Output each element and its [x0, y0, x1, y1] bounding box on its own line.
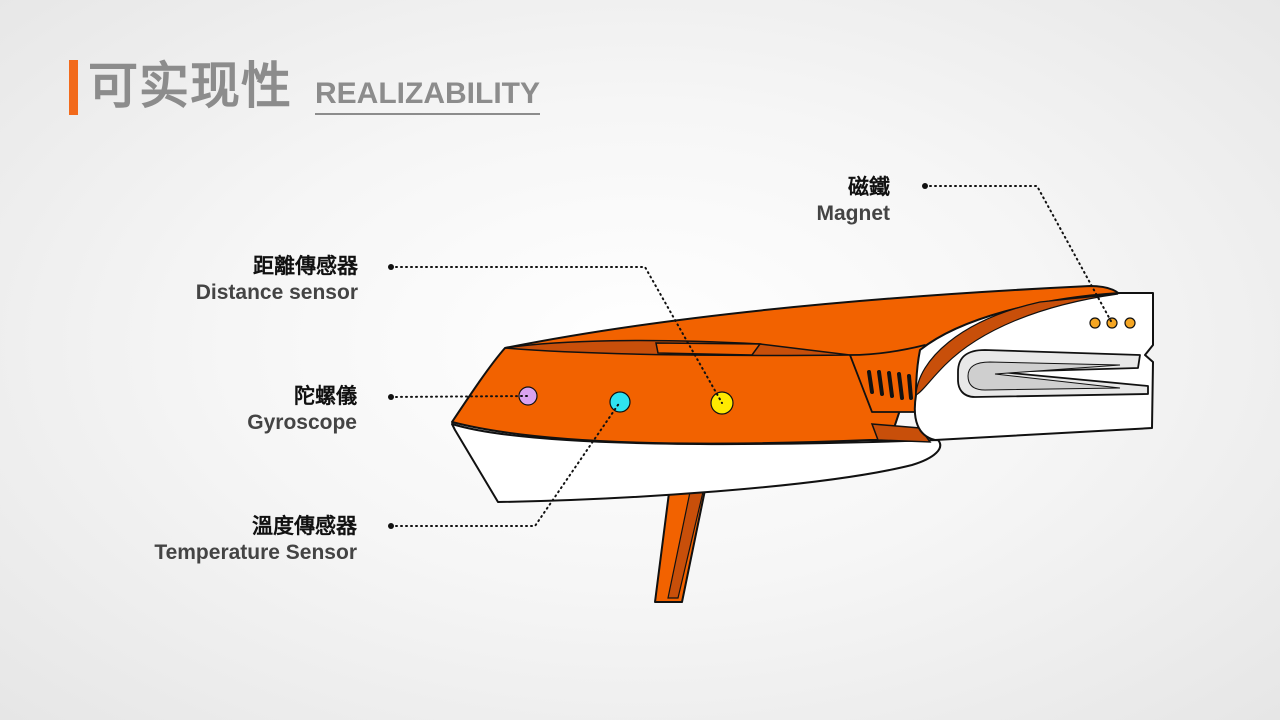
magnet-leader [924, 185, 1113, 324]
magnet-leader-end [922, 183, 928, 189]
magnet-dot-2 [1106, 317, 1118, 329]
gyroscope-label: 陀螺儀 Gyroscope [247, 383, 357, 437]
distance-sensor-label-en: Distance sensor [195, 281, 358, 304]
distance-leader [390, 266, 723, 404]
magnet-label-en: Magnet [816, 202, 891, 225]
temperature-sensor-label-en: Temperature Sensor [154, 541, 357, 564]
temperature-leader-end [388, 523, 394, 529]
gyroscope-dot [518, 386, 538, 406]
device-head-shade [915, 293, 1119, 397]
temperature-sensor-dot [609, 391, 631, 413]
gyroscope-label-zh: 陀螺儀 [294, 384, 357, 408]
temperature-sensor-label: 溫度傳感器 Temperature Sensor [154, 513, 357, 567]
temperature-sensor-label-zh: 溫度傳感器 [252, 514, 357, 538]
gyroscope-leader [390, 395, 529, 398]
device-front-shade [870, 423, 932, 443]
distance-sensor-label-zh: 距離傳感器 [253, 254, 358, 278]
magnet-label-zh: 磁鐵 [848, 175, 890, 199]
gyroscope-label-en: Gyroscope [247, 411, 357, 434]
page-subtitle: REALIZABILITY [315, 76, 540, 115]
magnet-dot-3 [1124, 317, 1136, 329]
temperature-leader [390, 401, 621, 527]
magnet-label: 磁鐵 Magnet [817, 174, 891, 228]
device-clip-inner [967, 361, 1121, 391]
title-accent-bar [69, 60, 78, 115]
distance-sensor-label: 距離傳感器 Distance sensor [196, 253, 358, 307]
page-title: 可实现性 [88, 57, 292, 115]
device-top-slot [655, 342, 762, 356]
gyroscope-leader-end [388, 394, 394, 400]
distance-leader-end [388, 264, 394, 270]
magnet-dot-1 [1089, 317, 1101, 329]
vent-slots [867, 370, 913, 400]
